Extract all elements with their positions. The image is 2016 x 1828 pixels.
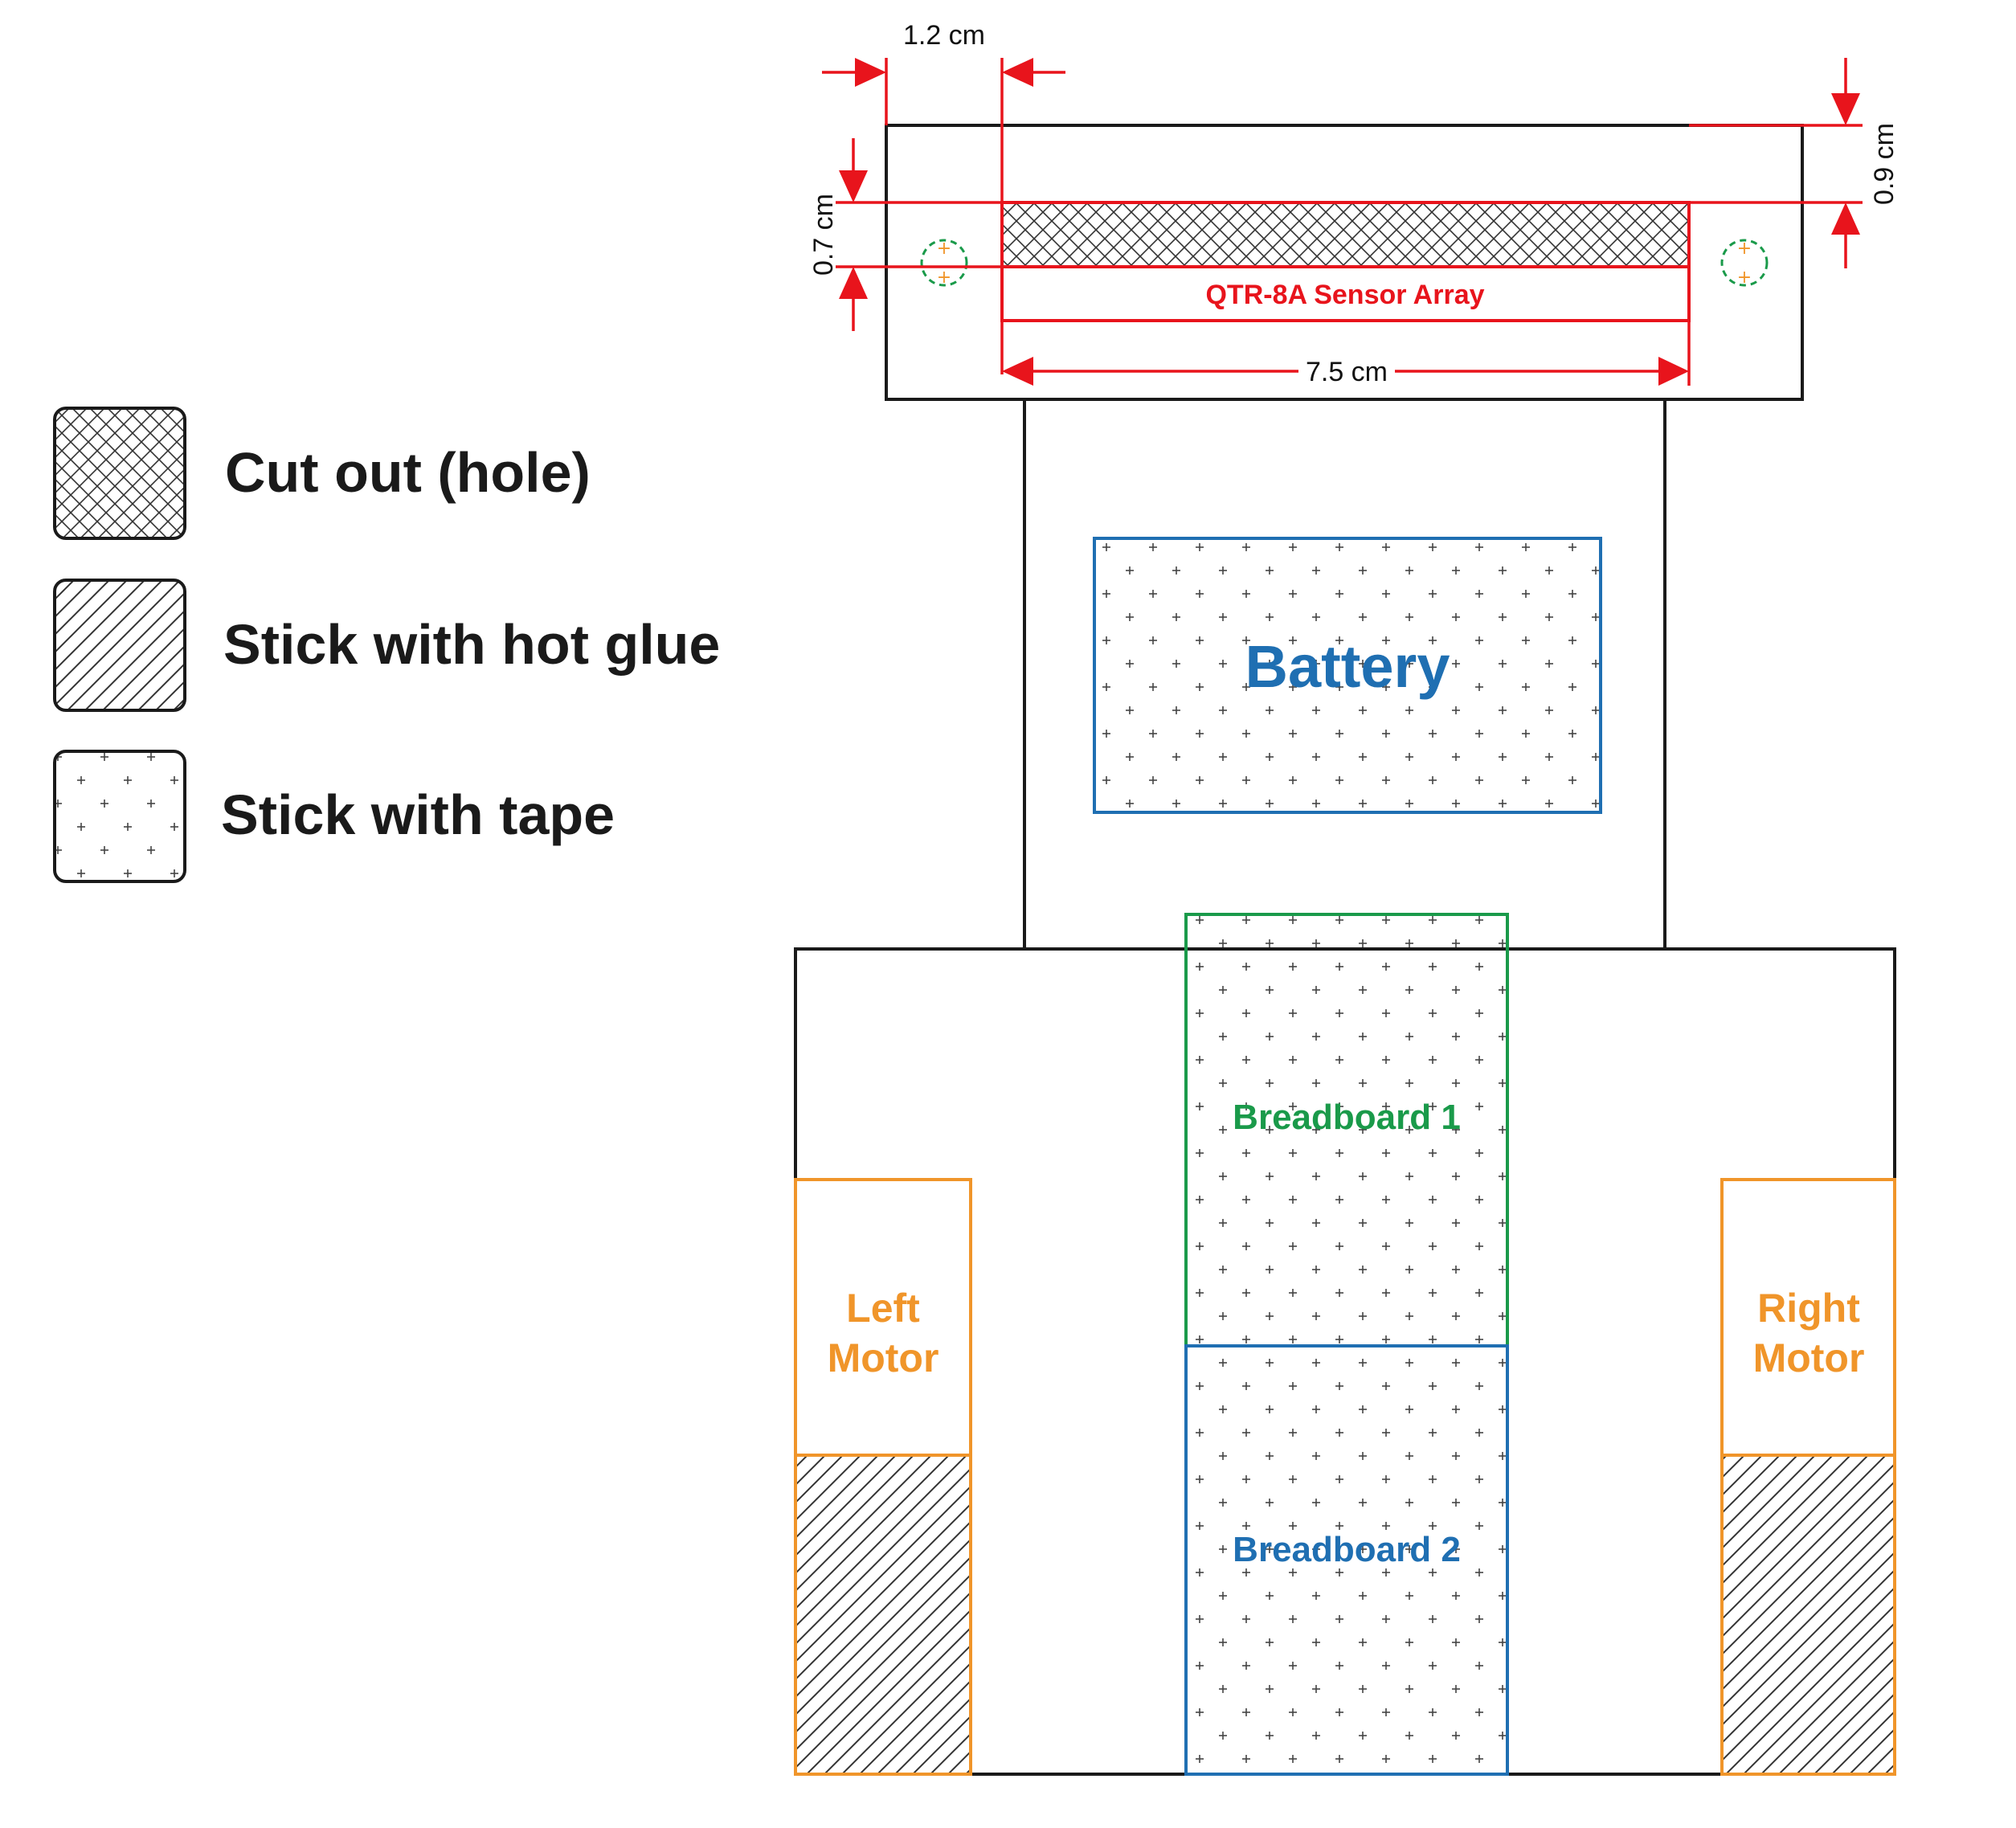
legend-swatch-tape [53,750,186,883]
dimension-top-offset-label: 0.9 cm [1869,123,1899,205]
dimension-sensor-height [836,138,1002,331]
breadboard-2: Breadboard 2 [1184,1344,1509,1776]
legend-swatch-hot-glue [53,579,186,712]
breadboard-1-box [1184,913,1509,1347]
left-motor-label-line2: Motor [828,1335,939,1380]
dimension-top-offset [1689,58,1863,268]
legend-label-cut-out: Cut out (hole) [225,441,591,504]
left-motor-label-line1: Left [846,1286,920,1331]
battery-label: Battery [1245,633,1450,700]
breadboard-2-label: Breadboard 2 [1233,1530,1461,1569]
right-motor-glue-area [1720,1454,1896,1776]
breadboard-1-label: Breadboard 1 [1233,1098,1461,1137]
battery: Battery [1093,537,1602,814]
svg-text:+: + [937,268,951,288]
left-motor-glue-area [794,1454,972,1776]
left-motor: Left Motor [794,1178,972,1776]
sensor-cutout-hole [1000,201,1691,268]
legend: Cut out (hole) Stick with hot glue Stick… [53,407,720,883]
right-motor-label-line1: Right [1757,1286,1860,1331]
mount-hole-right: + + [1720,239,1769,288]
dimension-sensor-width-label: 7.5 cm [1306,357,1388,387]
right-motor: Right Motor [1720,1178,1896,1776]
right-motor-body [1720,1178,1896,1457]
mount-hole-left: + + [920,239,968,288]
svg-text:+: + [1737,268,1752,288]
right-motor-label-line2: Motor [1753,1335,1865,1380]
breadboard-2-box [1184,1344,1509,1776]
dimension-left-offset [822,58,1065,374]
svg-text:+: + [937,239,951,259]
svg-text:+: + [1737,239,1752,259]
legend-swatch-cut-out [53,407,186,540]
left-motor-body [794,1178,972,1457]
battery-box [1093,537,1602,814]
dimension-left-offset-label: 1.2 cm [903,20,985,51]
legend-label-tape: Stick with tape [221,783,615,846]
breadboard-1: Breadboard 1 [1184,913,1509,1347]
legend-label-hot-glue: Stick with hot glue [223,613,720,676]
dimension-sensor-height-label: 0.7 cm [808,194,839,276]
dimension-sensor-width [1002,321,1691,386]
sensor-label: QTR-8A Sensor Array [1205,280,1484,310]
